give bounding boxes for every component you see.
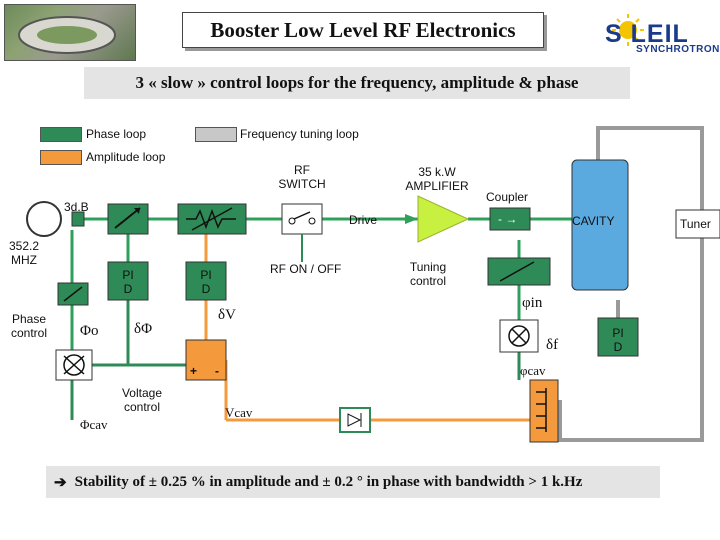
phi-in-label: φin — [522, 295, 543, 311]
detector-icon — [339, 407, 371, 433]
stability-note: ➔ Stability of ± 0.25 % in amplitude and… — [46, 466, 660, 498]
page-title: Booster Low Level RF Electronics — [182, 12, 544, 48]
phi-cav-small-label: φcav — [520, 363, 546, 378]
rf-on-off-label: RF ON / OFF — [270, 262, 342, 276]
attenuator-3db-label: 3d.B — [64, 200, 89, 214]
cavity-label: CAVITY — [572, 214, 615, 228]
phi-o-label: Φo — [80, 323, 99, 339]
comparator-icon — [185, 339, 227, 381]
pid-frequency-label: PI D — [612, 326, 624, 354]
rf-signal-path — [70, 217, 572, 350]
rf-switch-icon — [281, 203, 323, 235]
minus-label: - — [215, 364, 219, 378]
coupler-icon — [489, 207, 531, 231]
legend-phase-swatch — [40, 127, 82, 142]
splitter-icon — [71, 211, 85, 227]
phase-control-label: Phase control — [10, 312, 48, 340]
oscillator-icon — [26, 201, 62, 237]
delta-v-label: δV — [218, 307, 236, 323]
pickup-probe-icon — [529, 379, 559, 443]
logo-subtext: SYNCHROTRON — [636, 44, 720, 55]
tuner-icon — [675, 209, 720, 239]
phase-shifter-main-icon — [107, 203, 149, 235]
soleil-logo — [602, 8, 712, 58]
legend-frequency-label: Frequency tuning loop — [240, 127, 359, 141]
pid-phase-icon — [107, 261, 149, 301]
stability-text: Stability of ± 0.25 % in amplitude and ±… — [74, 473, 583, 490]
legend-phase-label: Phase loop — [86, 127, 147, 141]
rf-switch-label: RF SWITCH — [278, 163, 326, 191]
pid-frequency-icon — [597, 317, 639, 357]
legend-amplitude-label: Amplitude loop — [86, 150, 166, 164]
phase-loop-path — [70, 300, 521, 420]
tuning-control-label: Tuning control — [409, 260, 447, 288]
v-cav-label: Vcav — [225, 405, 253, 420]
legend-frequency-swatch — [195, 127, 237, 142]
arrow-right-icon: ➔ — [54, 474, 67, 491]
phi-cav-label: Φcav — [80, 417, 108, 432]
amplitude-loop-path — [204, 232, 530, 422]
delta-f-label: δf — [546, 337, 559, 353]
phase-shifter-tuning-icon — [487, 257, 551, 286]
drive-label: Drive — [349, 213, 378, 227]
voltage-control-label: Voltage control — [121, 386, 163, 414]
pid-phase-label: PI D — [122, 268, 134, 296]
coupler-arrow-label: - → — [498, 212, 518, 226]
logo-text: S LEIL — [605, 20, 689, 48]
tuner-label: Tuner — [680, 217, 711, 231]
amplifier-label: 35 k.W AMPLIFIER — [405, 165, 469, 193]
cavity-icon — [571, 159, 629, 291]
plus-label: + — [190, 364, 198, 378]
legend-amplitude-swatch — [40, 150, 82, 165]
delta-phi-label: δΦ — [134, 321, 153, 337]
amplifier-icon — [417, 195, 470, 243]
source-frequency-label: 352.2 MHZ — [8, 239, 40, 267]
pid-amplitude-label: PI D — [200, 268, 212, 296]
pid-amplitude-icon — [185, 261, 227, 301]
coupler-label: Coupler — [486, 190, 529, 204]
subtitle: 3 « slow » control loops for the frequen… — [84, 67, 630, 99]
synchrotron-photo — [4, 4, 136, 61]
